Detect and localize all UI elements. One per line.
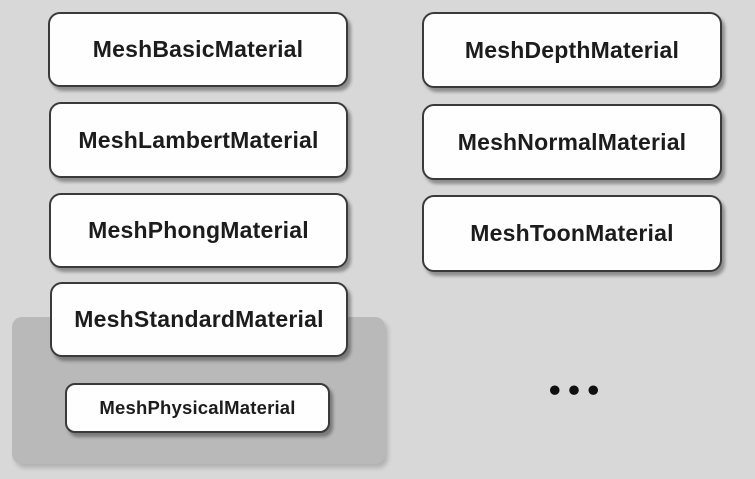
node-mesh-physical-material: MeshPhysicalMaterial xyxy=(65,383,330,433)
more-materials-ellipsis: ••• xyxy=(546,375,604,407)
node-mesh-lambert-material: MeshLambertMaterial xyxy=(49,102,348,178)
node-mesh-phong-material: MeshPhongMaterial xyxy=(49,193,348,268)
node-mesh-toon-material: MeshToonMaterial xyxy=(422,195,722,272)
node-mesh-standard-material: MeshStandardMaterial xyxy=(50,282,348,357)
node-label: MeshPhysicalMaterial xyxy=(99,397,296,418)
node-mesh-normal-material: MeshNormalMaterial xyxy=(422,104,722,180)
node-label: MeshDepthMaterial xyxy=(464,36,680,63)
node-label: MeshLambertMaterial xyxy=(78,126,319,153)
node-mesh-basic-material: MeshBasicMaterial xyxy=(48,12,348,87)
node-label: MeshBasicMaterial xyxy=(92,36,304,62)
node-label: MeshPhongMaterial xyxy=(88,217,309,243)
node-label: MeshStandardMaterial xyxy=(74,306,324,332)
node-label: MeshNormalMaterial xyxy=(457,128,687,155)
node-mesh-depth-material: MeshDepthMaterial xyxy=(422,12,722,88)
node-label: MeshToonMaterial xyxy=(470,220,674,246)
